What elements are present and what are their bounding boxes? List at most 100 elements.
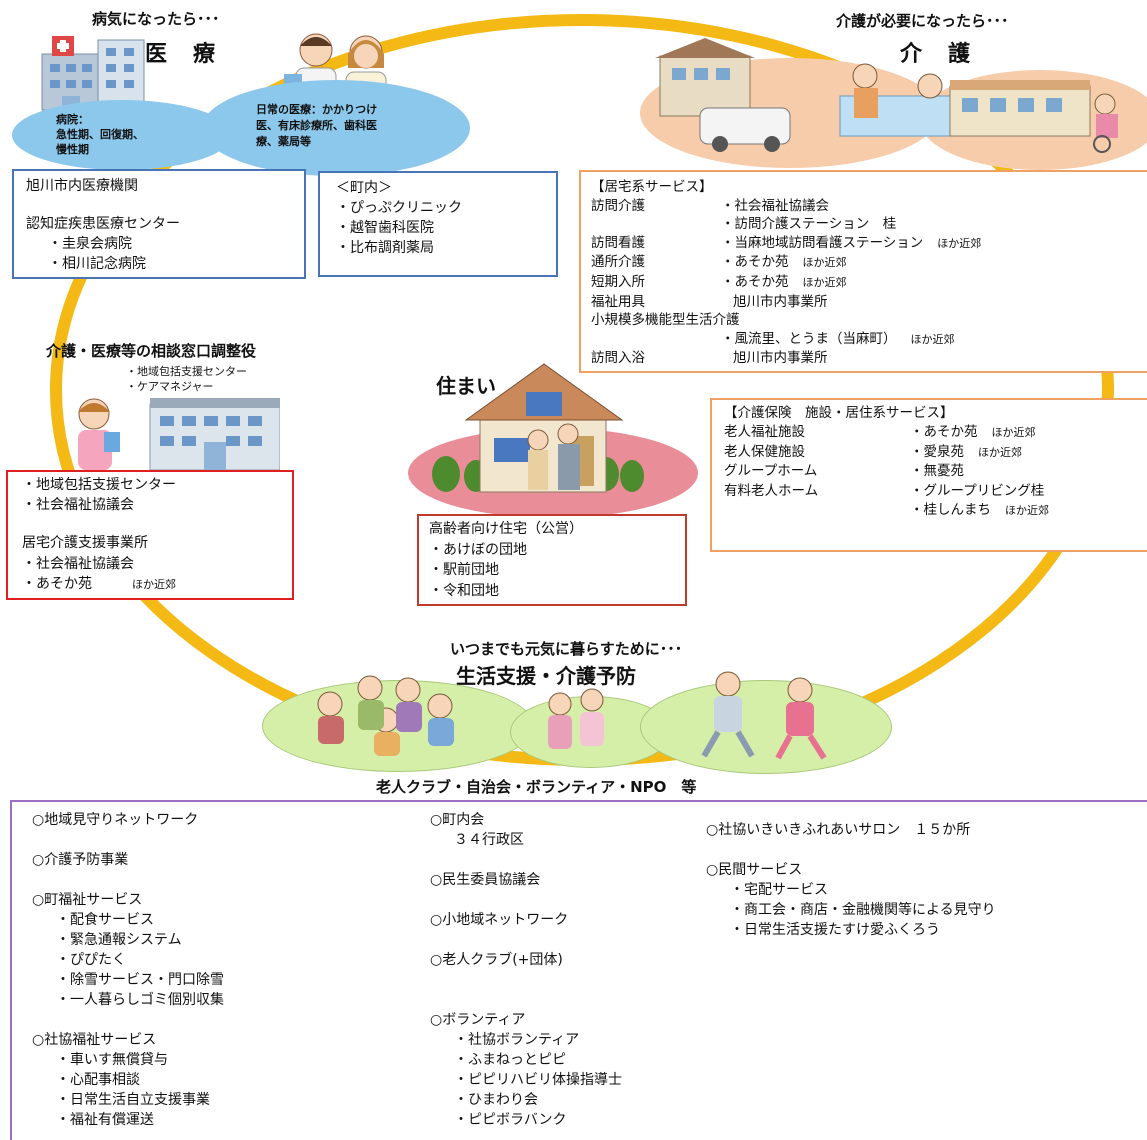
medical-title: 医 療 (145, 42, 218, 67)
nearby-note: ほか近郊 (132, 577, 176, 591)
home-services-box: 【居宅系サービス】 訪問介護 ・社会福祉協議会 ・訪問介護ステーション 桂 訪問… (579, 170, 1147, 373)
town-clinic: ・比布調剤薬局 (336, 240, 434, 256)
clinic-bubble (202, 80, 470, 176)
support-item: ・配食サービス (56, 912, 154, 928)
support-item: ・ひまわり会 (454, 1092, 538, 1108)
consult-item: ・社会福祉協議会 (22, 555, 134, 572)
hospital-bubble (12, 100, 232, 170)
support-item: ・一人暮らしゴミ個別収集 (56, 992, 224, 1008)
facility-value: ・愛泉苑ほか近郊 (910, 443, 1022, 460)
support-item: ・社協ボランティア (454, 1032, 580, 1048)
support-item: ・緊急通報システム (56, 932, 182, 948)
service-label: 福祉用具 (591, 293, 645, 310)
service-value: 旭川市内事業所 (733, 293, 828, 310)
small-multi-label: 小規模多機能型生活介護 (591, 312, 740, 329)
nearby-note: ほか近郊 (802, 256, 847, 270)
service-label: 短期入所 (591, 273, 645, 290)
facility-value: ・無憂苑 (910, 463, 964, 480)
support-col-2: ○町内会 ３４行政区 ○民生委員協議会 ○小地域ネットワーク ○老人クラブ(+団… (430, 810, 622, 1130)
support-group-head: ○町福祉サービス (32, 892, 143, 908)
facility-label: グループホーム (724, 463, 818, 480)
support-item: ・除雪サービス・門口除雪 (56, 972, 224, 988)
support-ellipse-3 (640, 680, 892, 774)
consult-item: ・社会福祉協議会 (22, 497, 134, 514)
support-item: ・車いす無償貸与 (56, 1052, 168, 1068)
support-group-head: ○社協いきいきふれあいサロン １５か所 (706, 822, 971, 838)
town-clinic: ・越智歯科医院 (336, 220, 434, 236)
clinic-line: 日常の医療：かかりつけ (256, 103, 378, 116)
care-heading: 介護が必要になったら･･･ (836, 12, 1009, 30)
support-group-head: ○ボランティア (430, 1012, 526, 1028)
support-item: ・福祉有償運送 (56, 1112, 154, 1128)
service-value: ・あそか苑ほか近郊 (721, 254, 847, 271)
support-group-head: ○老人クラブ(+団体) (430, 952, 563, 968)
service-label: 訪問入浴 (591, 350, 645, 367)
consult-item: ・地域包括支援センター (22, 477, 176, 493)
town-header: ＜町内＞ (336, 180, 392, 196)
hospital-line: 病院： (56, 113, 89, 126)
support-group-head: ○介護予防事業 (32, 852, 129, 868)
hospital-line: 慢性期 (56, 143, 89, 156)
dementia-hospital: ・相川記念病院 (48, 256, 146, 272)
clinic-line: 医、有床診療所、歯科医 (256, 119, 377, 132)
support-box: ○地域見守りネットワーク ○介護予防事業 ○町福祉サービス ・配食サービス ・緊… (10, 800, 1147, 1140)
housing-title: 住まい (436, 374, 496, 398)
dementia-center: 認知症疾患医療センター (26, 216, 180, 232)
facility-label (724, 501, 910, 520)
support-item: ・ふまねっとピピ (454, 1052, 566, 1068)
support-illustration (317, 671, 827, 760)
hospital-line: 急性期、回復期、 (56, 128, 144, 141)
hospital-bubble-text: 病院： 急性期、回復期、 慢性期 (56, 112, 144, 157)
service-label (591, 215, 721, 234)
nearby-note: ほか近郊 (978, 445, 1022, 459)
dementia-hospital: ・圭泉会病院 (48, 236, 132, 252)
facility-value: ・桂しんまちほか近郊 (910, 502, 1049, 519)
nearby-note: ほか近郊 (991, 426, 1036, 440)
consult-item: ・あそか苑ほか近郊 (22, 575, 176, 592)
support-col-1: ○地域見守りネットワーク ○介護予防事業 ○町福祉サービス ・配食サービス ・緊… (32, 810, 224, 1130)
support-item: ・商工会・商店・金融機関等による見守り (730, 902, 996, 918)
consult-sub-item: ・ケアマネジャー (126, 380, 214, 393)
housing-box: 高齢者向け住宅（公営） ・あけぼの団地 ・駅前団地 ・令和団地 (417, 514, 687, 606)
support-col-3: ○社協いきいきふれあいサロン １５か所 ○民間サービス ・宅配サービス ・商工会… (706, 820, 996, 940)
support-caption: 老人クラブ・自治会・ボランティア・NPO 等 (376, 778, 697, 796)
service-value: ・社会福祉協議会 (721, 197, 829, 214)
facility-services-box: 【介護保険 施設・居住系サービス】 老人福祉施設 ・あそか苑ほか近郊 老人保健施… (710, 398, 1147, 552)
nearby-note: ほか近郊 (937, 236, 982, 250)
consult-illustration (78, 398, 280, 471)
clinic-bubble-text: 日常の医療：かかりつけ 医、有床診療所、歯科医 療、薬局等 (256, 102, 377, 150)
support-heading: いつまでも元気に暮らすために･･･ (450, 640, 683, 658)
support-title: 生活支援・介護予防 (456, 664, 636, 688)
consult-header2: 居宅介護支援事業所 (22, 535, 148, 552)
nearby-note: ほか近郊 (802, 275, 847, 289)
service-value: ・当麻地域訪問看護ステーションほか近郊 (721, 234, 982, 251)
care-title: 介 護 (900, 42, 973, 67)
service-label: 通所介護 (591, 254, 645, 271)
housing-header: 高齢者向け住宅（公営） (429, 521, 583, 537)
support-item: ・ぴぴたく (56, 952, 126, 968)
support-item: ・宅配サービス (730, 882, 828, 898)
facility-label: 有料老人ホーム (724, 482, 819, 499)
house-illustration (432, 363, 644, 493)
support-item: ・日常生活自立支援事業 (56, 1092, 210, 1108)
facility-label: 老人福祉施設 (724, 424, 805, 441)
consult-sub-item: ・地域包括支援センター (126, 365, 247, 378)
asahikawa-medical: 旭川市内医療機関 (26, 178, 138, 194)
home-services-header: 【居宅系サービス】 (591, 179, 713, 195)
support-item: ・ピピリハビリ体操指導士 (454, 1072, 622, 1088)
service-value: ・あそか苑ほか近郊 (721, 273, 847, 290)
consult-sub: ・地域包括支援センター ・ケアマネジャー (126, 364, 247, 394)
service-value: ・訪問介護ステーション 桂 (721, 216, 897, 233)
housing-item: ・駅前団地 (429, 562, 499, 578)
nearby-note: ほか近郊 (1005, 504, 1049, 518)
support-item: ・心配事相談 (56, 1072, 140, 1088)
medical-heading: 病気になったら･･･ (92, 10, 220, 28)
medical-institutions-box: 旭川市内医療機関 認知症疾患医療センター ・圭泉会病院 ・相川記念病院 (12, 169, 306, 279)
town-clinic: ・ぴっぷクリニック (336, 200, 462, 216)
support-group-head: ○町内会 (430, 812, 485, 828)
support-group-head: ○民生委員協議会 (430, 872, 541, 888)
support-group-head: ○民間サービス (706, 862, 803, 878)
small-multi-value: ・風流里、とうま（当麻町）ほか近郊 (721, 330, 955, 347)
consult-box: ・地域包括支援センター ・社会福祉協議会 居宅介護支援事業所 ・社会福祉協議会 … (6, 470, 294, 600)
support-group-head: ○地域見守りネットワーク (32, 812, 199, 828)
